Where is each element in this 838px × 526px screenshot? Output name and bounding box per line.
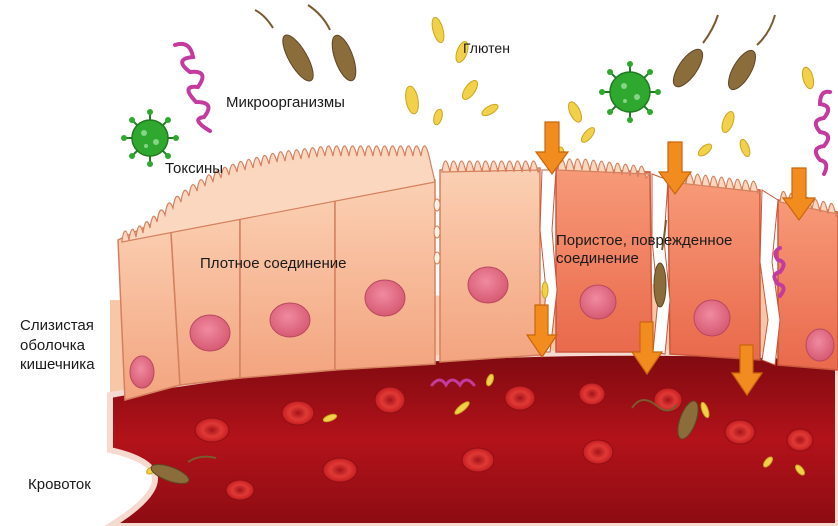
cell-nucleus (468, 267, 508, 303)
epithelial-cell (440, 168, 540, 362)
gluten-particle-icon (432, 108, 444, 126)
label-bloodstream: Кровоток (28, 476, 91, 494)
red-blood-cell-icon (375, 387, 405, 413)
gluten-particle-icon (720, 110, 737, 134)
red-blood-cell-icon (505, 386, 535, 410)
red-blood-cell-icon (195, 418, 229, 442)
label-mucosa: Слизистая оболочка кишечника (20, 316, 120, 375)
label-microorganisms: Микроорганизмы (226, 94, 345, 112)
label-gluten: Глютен (463, 40, 510, 57)
bacterium-icon (255, 10, 319, 85)
cell-nucleus (365, 280, 405, 316)
cell-nucleus (694, 300, 730, 336)
gluten-particle-icon (480, 102, 500, 118)
label-toxins: Токсины (165, 160, 223, 178)
bacterium-icon (308, 5, 361, 84)
cell-nucleus (806, 329, 834, 361)
red-blood-cell-icon (787, 429, 813, 451)
gluten-particle-icon (800, 66, 815, 90)
bacterium-icon (668, 15, 718, 91)
cell-nucleus (190, 315, 230, 351)
red-blood-cell-icon (654, 388, 682, 412)
gluten-particle-icon (738, 138, 752, 158)
bacterium-icon (723, 15, 775, 94)
epithelial-cell (335, 180, 435, 370)
label-tight-junction: Плотное соединение (200, 255, 347, 273)
cell-nucleus (580, 285, 616, 319)
red-blood-cell-icon (323, 458, 357, 482)
cell-nucleus (130, 356, 154, 388)
red-blood-cell-icon (282, 401, 314, 425)
gluten-particle-icon (542, 282, 548, 298)
red-blood-cell-icon (462, 448, 494, 472)
red-blood-cell-icon (226, 480, 254, 500)
red-blood-cell-icon (725, 420, 755, 444)
gluten-particle-icon (404, 85, 421, 115)
gluten-particle-icon (460, 78, 481, 102)
spiral-bacterium-icon (175, 44, 210, 131)
red-blood-cell-icon (583, 440, 613, 464)
cell-nucleus (270, 303, 310, 337)
virus-icon (599, 61, 661, 123)
virus-icon (121, 109, 179, 167)
tight-junction-marks (434, 199, 440, 264)
gluten-particle-icon (430, 16, 446, 44)
gluten-particle-icon (566, 100, 584, 124)
spiral-bacterium-icon (816, 92, 830, 174)
label-leaky-junction: Пористое, поврежденное соединение (556, 232, 761, 268)
gluten-particle-icon (696, 142, 713, 158)
gluten-particle-icon (579, 126, 597, 145)
red-blood-cell-icon (579, 383, 605, 405)
